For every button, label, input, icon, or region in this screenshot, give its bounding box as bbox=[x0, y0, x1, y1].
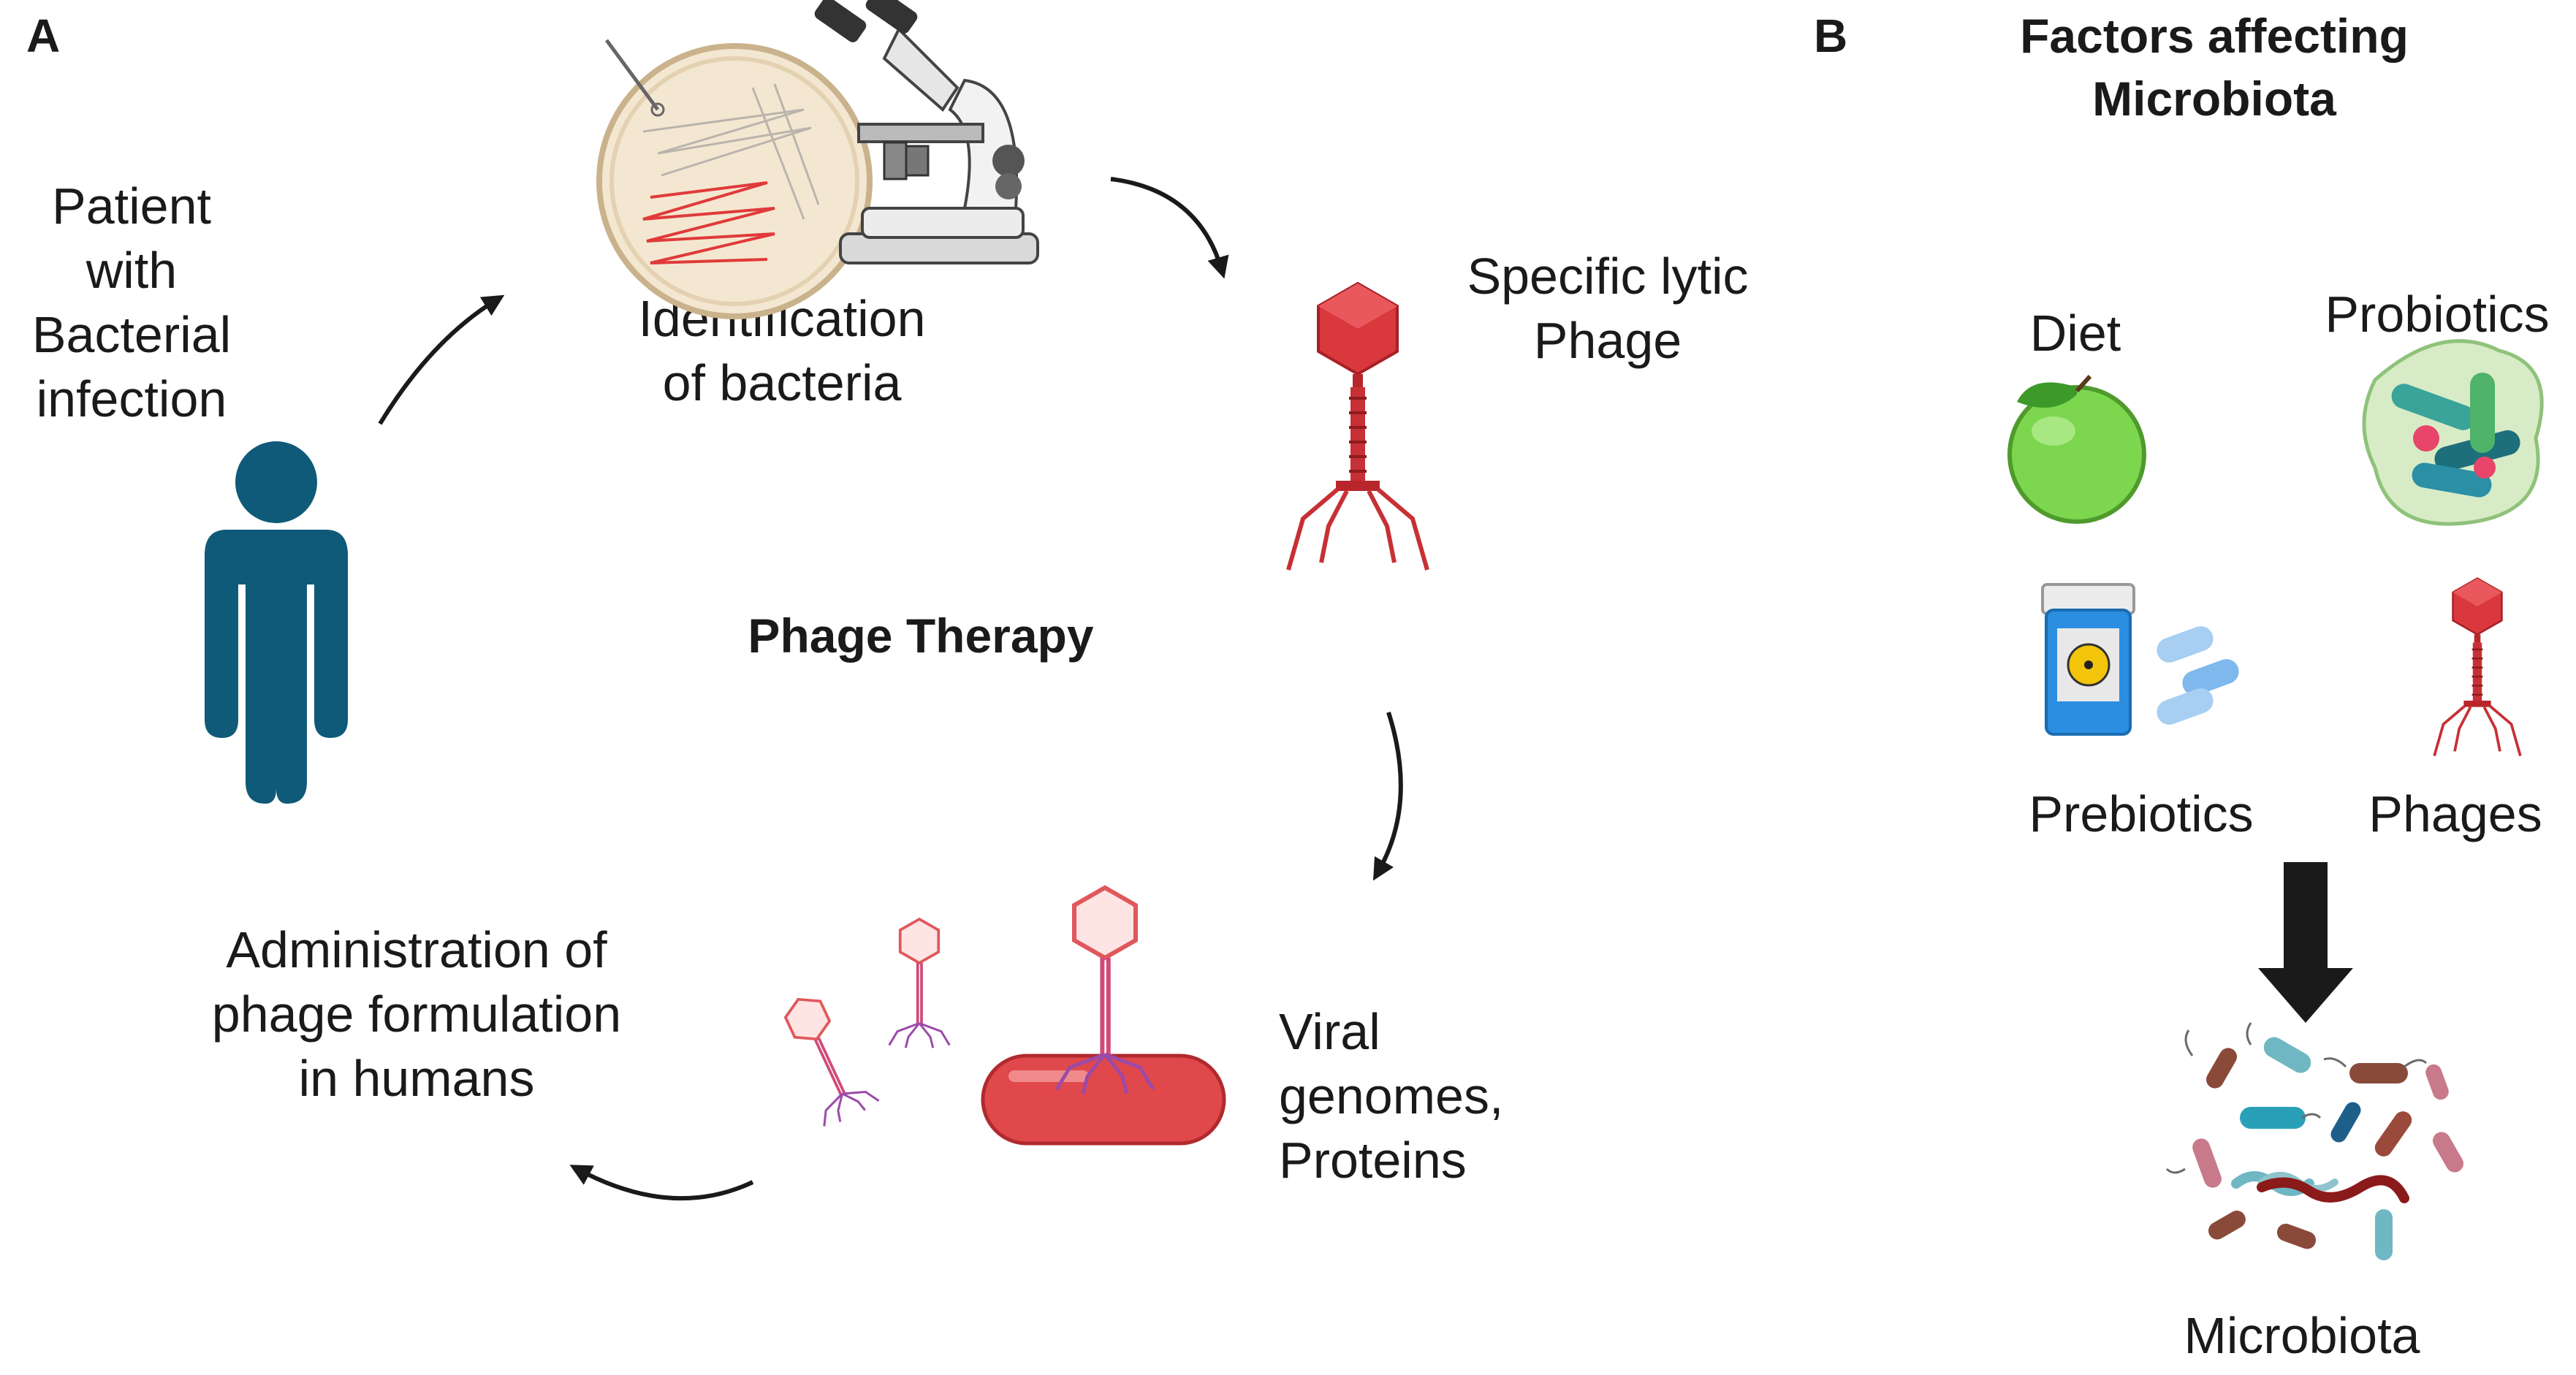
phage-factor-icon bbox=[2433, 576, 2522, 758]
arrow-to-lytic-phage bbox=[1110, 177, 1229, 279]
prebiotics-bottle-icon bbox=[2041, 583, 2239, 736]
microbiota-label: Microbiota bbox=[2184, 1307, 2420, 1364]
lytic-phage-label: Specific lytic Phage bbox=[1467, 248, 1749, 369]
diet-label: Diet bbox=[2029, 305, 2121, 362]
lytic-phage-icon bbox=[1288, 283, 1427, 570]
panel-a-letter: A bbox=[26, 9, 61, 62]
microscope-icon bbox=[814, 0, 1039, 264]
arrow-to-administration bbox=[569, 1165, 754, 1201]
bacterium-with-phages-icon bbox=[770, 888, 1226, 1146]
apple-icon bbox=[2007, 374, 2146, 524]
prebiotics-label: Prebiotics bbox=[2029, 785, 2254, 842]
patient-person-icon bbox=[205, 441, 348, 804]
microbiota-cluster-icon bbox=[2165, 1022, 2463, 1260]
administration-label: Administration of phage formulation in h… bbox=[211, 921, 622, 1107]
factors-title: Factors affecting Microbiota bbox=[2020, 9, 2409, 126]
genomes-label: Viral genomes, Proteins bbox=[1279, 1003, 1504, 1189]
patient-label: Patient with Bacterial infection bbox=[31, 178, 232, 427]
phages-label: Phages bbox=[2368, 785, 2542, 842]
arrow-to-identification bbox=[378, 294, 505, 425]
arrow-to-genomes bbox=[1372, 712, 1403, 881]
probiotics-label: Probiotics bbox=[2325, 286, 2550, 343]
big-down-arrow-icon bbox=[2258, 862, 2353, 1023]
probiotics-icon bbox=[2362, 339, 2544, 526]
petri-dish-icon bbox=[596, 39, 873, 319]
phage-therapy-title: Phage Therapy bbox=[748, 609, 1094, 663]
panel-b-letter: B bbox=[1814, 9, 1848, 62]
